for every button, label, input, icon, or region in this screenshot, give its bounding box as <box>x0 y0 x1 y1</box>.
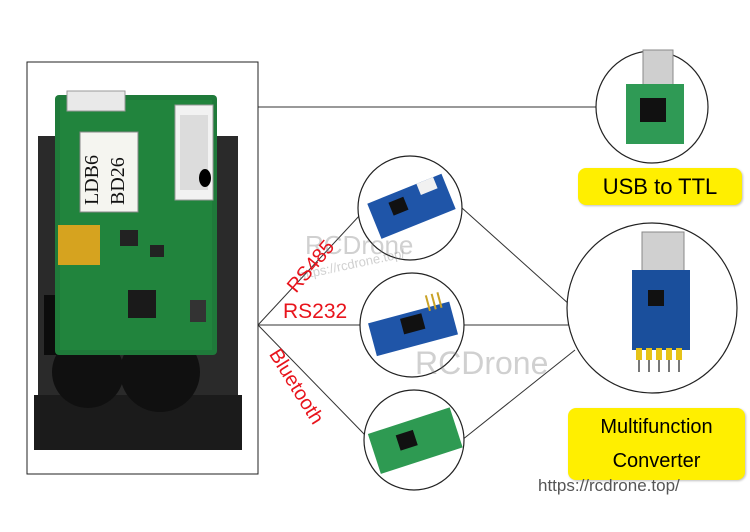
multifunction-label-line1: Multifunction <box>600 416 713 438</box>
rs232-module-image <box>359 272 465 378</box>
laser-module-image <box>26 61 259 475</box>
watermark-brand: RCDrone <box>305 230 414 260</box>
connection-lines <box>257 106 598 441</box>
footer-url: https://rcdrone.top/ <box>538 476 680 495</box>
usb-to-ttl-label: USB to TTL <box>578 168 742 205</box>
rs485-module-image <box>357 155 463 261</box>
usb-ttl-adapter-image <box>595 49 709 164</box>
sticker-line-2: BD26 <box>107 157 129 205</box>
watermark-brand-large: RCDrone <box>415 345 549 381</box>
multifunction-label-line2: Converter <box>612 450 701 472</box>
multifunction-converter-image <box>566 222 738 394</box>
multifunction-converter-label: Multifunction Converter <box>568 408 745 480</box>
bluetooth-module-image <box>363 389 465 491</box>
rs232-label: RS232 <box>283 300 348 323</box>
sticker-line-1: LDB6 <box>81 155 103 205</box>
